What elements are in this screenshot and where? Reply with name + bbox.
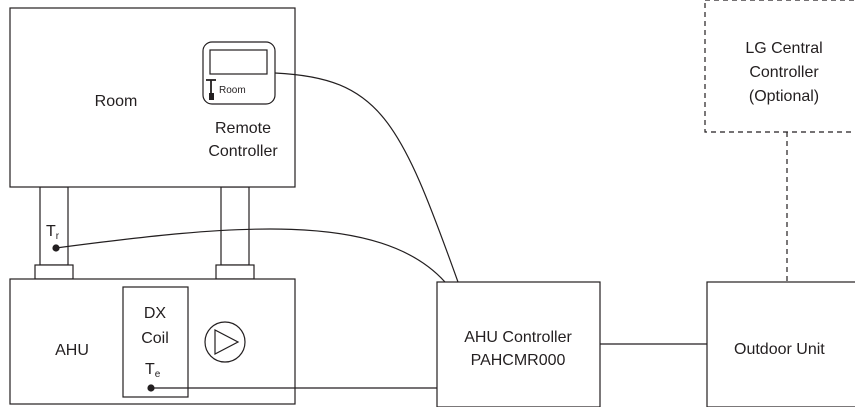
remote-controller-label-line1: Remote [215,120,271,137]
svg-text:Te: Te [145,361,161,380]
fan-icon [204,321,246,363]
svg-text:Tr: Tr [46,223,60,242]
return-duct [34,186,74,280]
ahu-controller-box: AHU Controller PAHCMR000 [436,281,601,407]
dx-coil-label-line2: Coil [141,330,169,347]
ahu-controller-label-line2: PAHCMR000 [471,352,566,369]
room-sensor-label: Room [219,85,246,96]
thermometer-icon [206,79,216,100]
outdoor-unit-box: Outdoor Unit [706,281,855,407]
return-sensor-symbol: T [46,223,56,240]
remote-controller-wire [274,72,459,283]
central-controller-label-line1: LG Central [745,40,822,57]
return-sensor-wire [55,228,446,283]
dx-coil-box: DX Coil Te [122,286,189,398]
central-controller-label-line2: Controller [749,64,819,81]
central-controller-label-line3: (Optional) [749,88,819,105]
room-label: Room [95,93,138,110]
remote-controller: Room Remote Controller [202,41,278,160]
central-controller-box: LG Central Controller (Optional) [704,0,855,133]
coil-sensor-subscript: e [155,369,161,380]
return-sensor-subscript: r [56,231,60,242]
dx-coil-label-line1: DX [144,305,167,322]
ahu-label: AHU [55,342,89,359]
remote-controller-label-line2: Controller [208,143,278,160]
outdoor-unit-label: Outdoor Unit [734,341,825,358]
coil-sensor-symbol: T [145,361,155,378]
ahu-controller-label-line1: AHU Controller [464,329,572,346]
supply-duct [215,186,255,280]
